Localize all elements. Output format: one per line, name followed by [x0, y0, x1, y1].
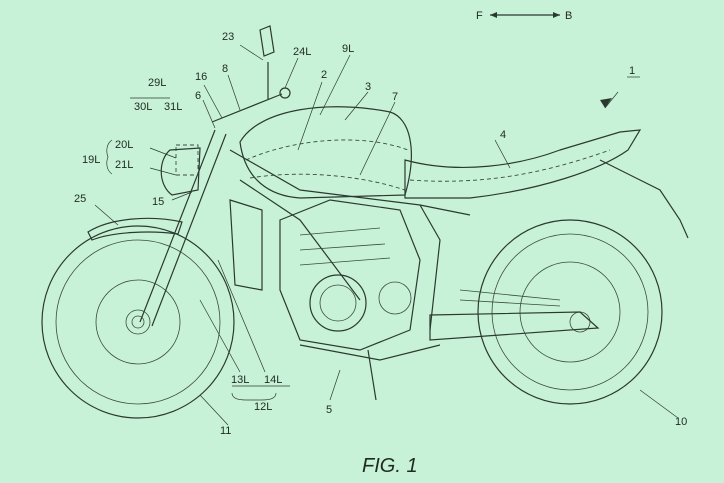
- ref-label-8: 8: [222, 63, 228, 75]
- ref-label-6: 6: [195, 90, 201, 102]
- exhaust: [299, 344, 441, 361]
- ref-label-24l: 24L: [293, 46, 311, 58]
- ref-label-15: 15: [152, 196, 164, 208]
- front-fender: [87, 217, 183, 241]
- ref-label-25: 25: [74, 193, 86, 205]
- ref-label-9l: 9L: [342, 43, 354, 55]
- rear-wheel: [477, 219, 663, 405]
- ref-label-21l: 21L: [115, 159, 133, 171]
- ref-label-14l: 14L: [264, 374, 282, 386]
- leader-lines: [94, 44, 679, 426]
- seat: [404, 129, 642, 199]
- ref-label-29l: 29L: [148, 77, 166, 89]
- ref-label-10: 10: [675, 416, 687, 428]
- ref-label-11: 11: [220, 425, 231, 437]
- mirror: [259, 25, 275, 57]
- engine: [279, 199, 441, 361]
- ref-label-23: 23: [222, 31, 234, 43]
- side-stand: [367, 349, 377, 401]
- front-fork: [87, 129, 227, 327]
- fuel-tank: [239, 106, 412, 199]
- front-wheel: [41, 225, 235, 419]
- ref-label-13l: 13L: [231, 374, 249, 386]
- label-brackets: [106, 139, 277, 401]
- radiator: [229, 199, 263, 291]
- back-direction-label: B: [565, 10, 572, 22]
- ref-label-30l: 30L: [134, 101, 152, 113]
- ref-label-12l: 12L: [254, 401, 272, 413]
- direction-indicator: F B: [476, 10, 572, 22]
- ref-label-7: 7: [392, 91, 398, 103]
- ref-label-4: 4: [500, 129, 506, 141]
- ref-label-2: 2: [321, 69, 327, 81]
- rear-fender: [599, 159, 689, 239]
- ref-label-1: 1: [629, 65, 635, 77]
- frame: [229, 149, 471, 331]
- reference-labels: 1 2 3 4 5 6 7 8 9L 10 11 12L 13L 14L 15 …: [74, 31, 687, 437]
- ref-label-20l: 20L: [115, 139, 133, 151]
- ref-label-3: 3: [365, 81, 371, 93]
- handlebar-assembly: [211, 25, 291, 123]
- figure-caption: FIG. 1: [362, 455, 418, 477]
- ref-label-19l: 19L: [82, 154, 100, 166]
- front-direction-label: F: [476, 10, 483, 22]
- ref-label-16: 16: [195, 71, 207, 83]
- ref-label-31l: 31L: [164, 101, 182, 113]
- assembly-arrow-head: [600, 98, 612, 108]
- swingarm: [429, 311, 600, 341]
- arrow-front-head: [490, 12, 497, 18]
- arrow-back-head: [553, 12, 560, 18]
- headlight: [160, 147, 201, 196]
- ref-label-5: 5: [326, 404, 332, 416]
